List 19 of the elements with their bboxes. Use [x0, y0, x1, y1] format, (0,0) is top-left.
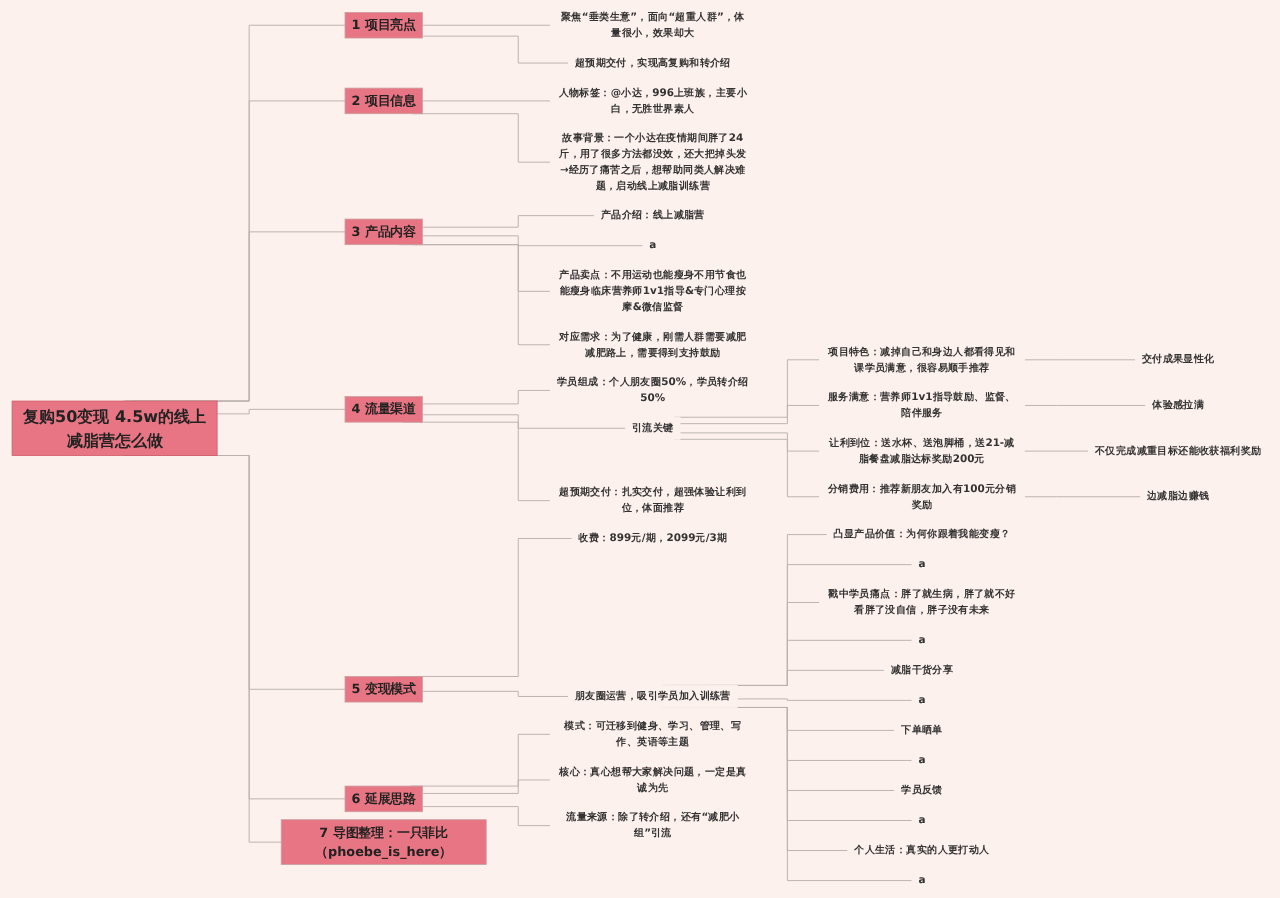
connector — [679, 404, 820, 425]
connector — [421, 779, 551, 794]
connector — [421, 389, 551, 405]
connector — [1023, 359, 1136, 361]
connector — [421, 235, 644, 247]
connector — [679, 432, 820, 452]
connector — [421, 414, 627, 429]
connector — [1023, 404, 1147, 406]
connector — [736, 698, 913, 701]
connector — [421, 215, 595, 228]
node-box: 复购50变现 4.5w的线上减脂营怎么做 — [11, 400, 218, 456]
connector — [421, 100, 551, 102]
connector — [421, 35, 569, 64]
connector — [1023, 496, 1142, 498]
connector — [216, 408, 346, 415]
connector — [421, 806, 551, 827]
connector — [1023, 450, 1089, 452]
connector — [421, 24, 551, 26]
connector — [421, 690, 569, 697]
